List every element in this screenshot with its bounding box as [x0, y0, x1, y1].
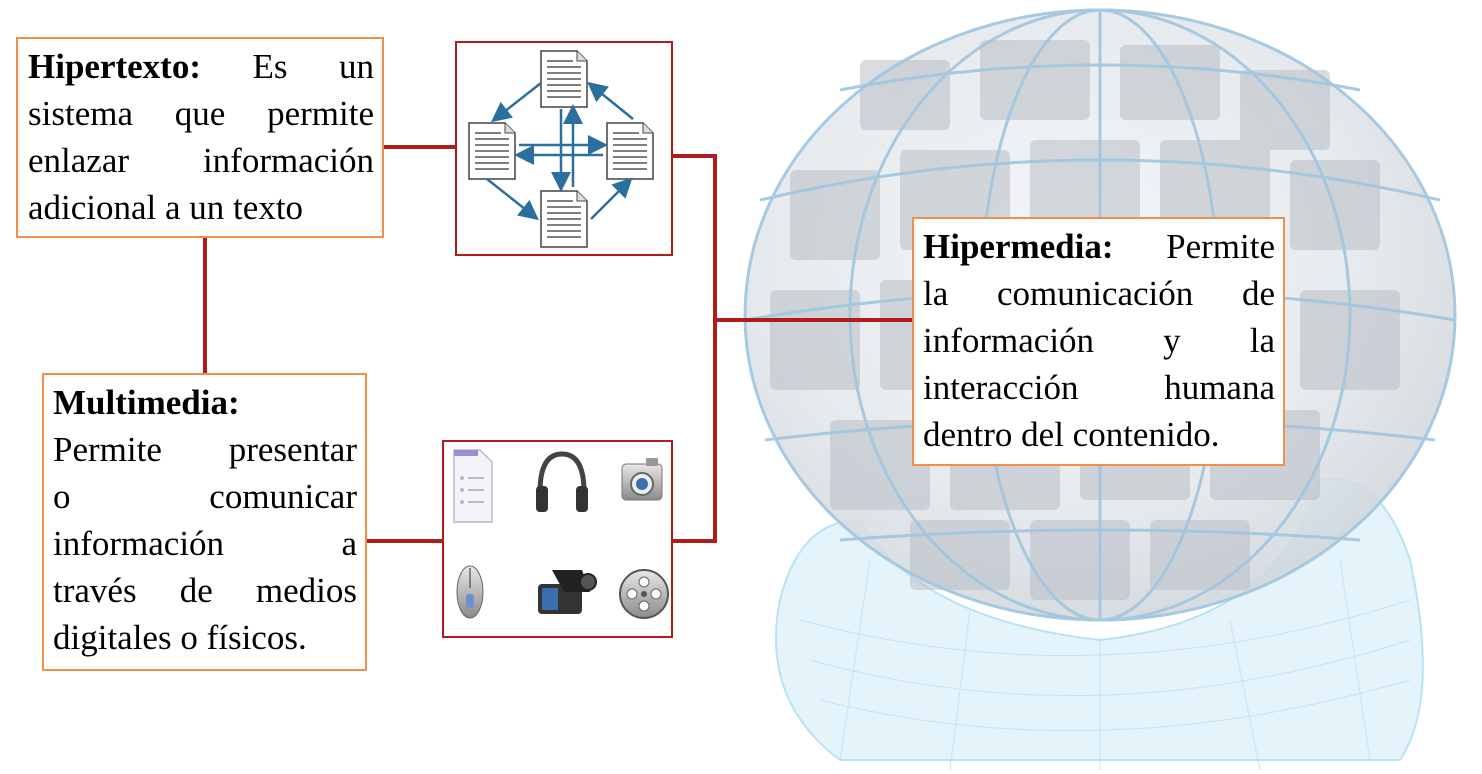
hipermedia-line-3: información y la [923, 321, 1275, 360]
hipertexto-box: Hipertexto: Es un sistema que permite en… [16, 37, 384, 238]
hipermedia-line-1: Permite [1166, 227, 1275, 266]
hipermedia-term: Hipermedia: [923, 227, 1114, 266]
mouse-icon [456, 565, 484, 619]
multimedia-line-4: través de medios [53, 571, 357, 610]
multimedia-term: Multimedia: [53, 383, 240, 422]
document-bottom-icon [540, 190, 588, 248]
hipermedia-line-4: interacción humana [923, 368, 1275, 407]
hipertexto-line-2: sistema que permite [28, 94, 374, 133]
connector-images-to-hipermedia [673, 154, 717, 543]
hipertexto-line-4: adicional a un texto [28, 188, 304, 227]
multimedia-box: Multimedia: Permite presentar o comunica… [42, 373, 367, 671]
media-icons-image [442, 440, 673, 638]
film-reel-icon [619, 569, 669, 619]
multimedia-line-2: o comunicar [53, 477, 357, 516]
hipermedia-box: Hipermedia: Permite la comunicación de i… [912, 217, 1285, 466]
headphones-icon [536, 451, 588, 512]
document-right-icon [606, 122, 654, 180]
multimedia-line-3: información a [53, 524, 357, 563]
document-top-icon [540, 50, 588, 108]
hipertexto-line-1: Es un [252, 47, 375, 86]
hypertext-network-image [455, 41, 673, 256]
video-camera-icon [538, 570, 597, 614]
document-icon [453, 449, 493, 523]
document-left-icon [468, 122, 516, 180]
camera-icon [621, 458, 663, 501]
multimedia-line-1: Permite presentar [53, 430, 357, 469]
hipertexto-term: Hipertexto: [28, 47, 201, 86]
hipermedia-line-2: la comunicación de [923, 274, 1275, 313]
hipertexto-line-3: enlazar información [28, 141, 374, 180]
multimedia-line-5: digitales o físicos. [53, 618, 307, 657]
hipermedia-line-5: dentro del contenido. [923, 415, 1220, 454]
